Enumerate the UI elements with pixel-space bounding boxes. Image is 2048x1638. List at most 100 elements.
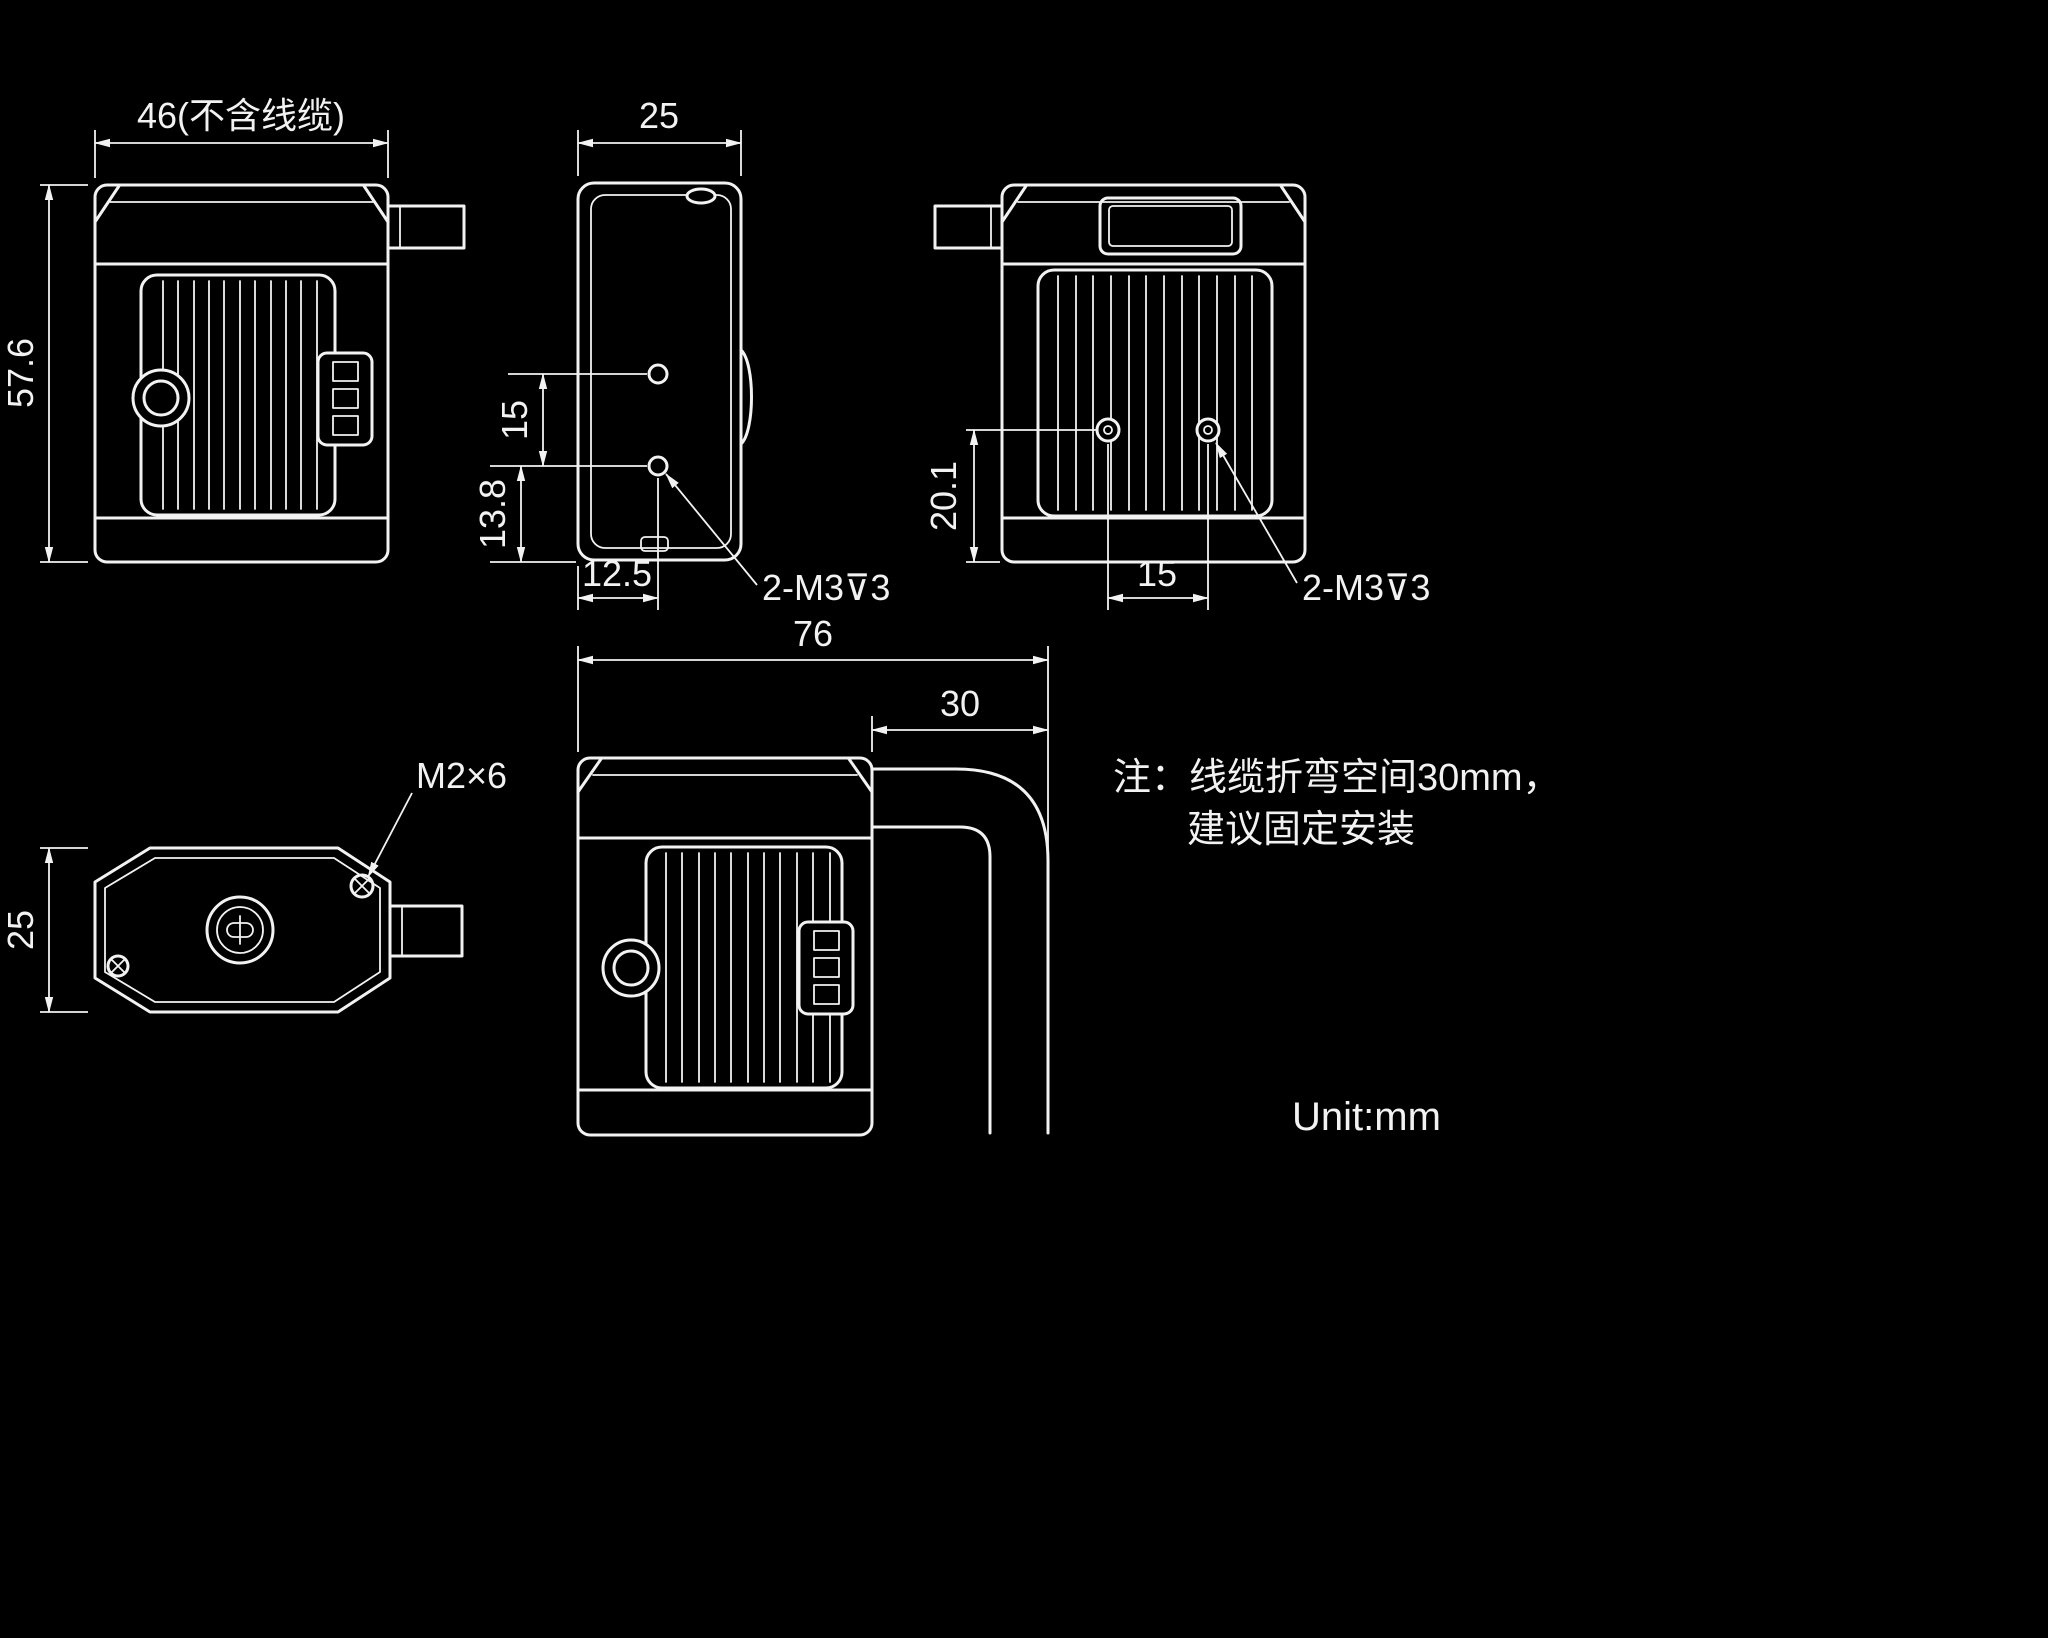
thread-callout-label: 2-M3⊽3	[1302, 567, 1430, 608]
front-top-chamfers	[93, 184, 390, 224]
top-connector-outer	[205, 895, 275, 965]
extension-lines	[577, 130, 742, 176]
back-top-chamfers	[1000, 184, 1307, 224]
cable-dim-bend: 30	[871, 683, 1049, 752]
front-led-window-2	[332, 388, 359, 409]
dim-label-holes-spacing: 15	[494, 400, 535, 440]
front-dim-height: 57.6	[0, 184, 88, 563]
note-line-1: 注：线缆折弯空间30mm，	[1113, 757, 1561, 799]
extension-lines	[577, 478, 659, 610]
cable-led-block	[797, 920, 855, 1016]
top-dim-depth: 25	[0, 847, 88, 1013]
top-connector-stub	[388, 904, 464, 958]
cable-cap-seams	[576, 836, 874, 1092]
back-grill-frame	[1036, 268, 1274, 518]
back-connector-stub	[933, 204, 1004, 250]
dim-label-total-width: 76	[793, 613, 833, 654]
extension-lines	[40, 184, 88, 563]
leader-line	[1215, 442, 1298, 584]
front-led-window-3	[332, 415, 359, 436]
back-dim-holes-spacing: 15	[1107, 444, 1209, 610]
back-mount-hole-left	[1095, 417, 1121, 443]
front-led-window-1	[332, 361, 359, 382]
cable-led-window-3	[813, 984, 840, 1005]
extension-lines	[94, 130, 389, 178]
front-cap-seams	[93, 262, 390, 520]
extension-lines	[577, 646, 1049, 856]
cable-dim-total-width: 76	[577, 613, 1049, 856]
side-view: 25 15 13.8 12.5 2-M3⊽3	[472, 95, 890, 610]
top-inner-outline	[104, 857, 381, 1003]
front-lens-outer	[131, 368, 191, 428]
back-dim-hole-to-bottom: 20.1	[923, 429, 1096, 563]
side-mount-hole-bottom	[647, 455, 669, 477]
cable-bend	[870, 767, 1050, 1135]
back-body-outline	[1000, 183, 1307, 564]
cable-view: 76 30	[576, 613, 1050, 1137]
side-bottom-detail	[640, 536, 669, 552]
back-view: 20.1 15 2-M3⊽3	[923, 183, 1430, 610]
extension-lines	[490, 373, 647, 563]
front-dim-width: 46(不含线缆)	[94, 95, 389, 178]
cable-led-window-1	[813, 930, 840, 951]
cable-view-body	[576, 756, 874, 1137]
back-mount-hole-right-center	[1203, 425, 1213, 435]
leader-line	[367, 792, 413, 878]
dim-label-cable-bend: 30	[940, 683, 980, 724]
dim-label-hole-offset: 12.5	[582, 553, 652, 594]
cable-led-window-2	[813, 957, 840, 978]
side-body-outline	[576, 181, 743, 562]
extension-lines	[1107, 444, 1209, 610]
back-thread-callout: 2-M3⊽3	[1215, 442, 1430, 608]
dim-label-top-depth: 25	[0, 910, 41, 950]
back-window-inner	[1108, 205, 1233, 247]
top-screw-callout: M2×6	[367, 755, 507, 878]
extension-lines	[40, 847, 88, 1013]
dim-label-back-holes-spacing: 15	[1137, 553, 1177, 594]
note-line-2: 建议固定安装	[1187, 809, 1415, 851]
back-grill-lines	[1057, 275, 1253, 511]
side-dim-width: 25	[577, 95, 742, 176]
front-body-outline	[93, 183, 390, 564]
front-connector-stub	[386, 204, 466, 250]
front-body	[93, 183, 466, 564]
top-screw-left-cross	[111, 959, 125, 973]
back-mount-hole-left-center	[1103, 425, 1113, 435]
front-lens-inner	[142, 379, 180, 417]
drawing-notes: 注：线缆折弯空间30mm， 建议固定安装 Unit:mm	[1113, 757, 1561, 1139]
cable-lens-outer	[601, 938, 661, 998]
cable-body-outline	[576, 756, 874, 1137]
dim-label-back-hole-to-bottom: 20.1	[923, 461, 964, 531]
dim-label-front-width: 46(不含线缆)	[137, 95, 345, 136]
cable-top-chamfers	[576, 757, 874, 794]
dim-label-front-height: 57.6	[0, 338, 41, 408]
dim-label-hole-to-bottom: 13.8	[472, 479, 513, 549]
cable-lens-inner	[612, 949, 650, 987]
back-mount-hole-right	[1195, 417, 1221, 443]
dim-label-side-width: 25	[639, 95, 679, 136]
top-body	[93, 846, 464, 1014]
thread-callout-label: 2-M3⊽3	[762, 567, 890, 608]
screw-callout-label: M2×6	[416, 755, 507, 796]
side-thread-callout: 2-M3⊽3	[665, 473, 890, 608]
side-lens-bulge	[739, 348, 753, 446]
unit-label: Unit:mm	[1292, 1095, 1441, 1139]
back-cap-seams	[1000, 262, 1307, 520]
back-body	[933, 183, 1307, 564]
top-screw-left	[106, 954, 130, 978]
side-body	[576, 181, 753, 562]
front-led-block	[316, 351, 374, 447]
front-view: 46(不含线缆) 57.6	[0, 95, 466, 564]
side-mount-hole-top	[647, 363, 669, 385]
top-body-outline	[93, 846, 392, 1014]
top-screw-right	[349, 873, 375, 899]
top-connector-mid	[216, 906, 264, 954]
cable-outer-edge	[870, 767, 1050, 1135]
side-inner-outline	[590, 194, 732, 549]
cable-inner-edge	[870, 825, 992, 1135]
side-top-hole	[685, 187, 717, 205]
leader-line	[665, 473, 758, 586]
top-screw-right-cross	[354, 878, 370, 894]
